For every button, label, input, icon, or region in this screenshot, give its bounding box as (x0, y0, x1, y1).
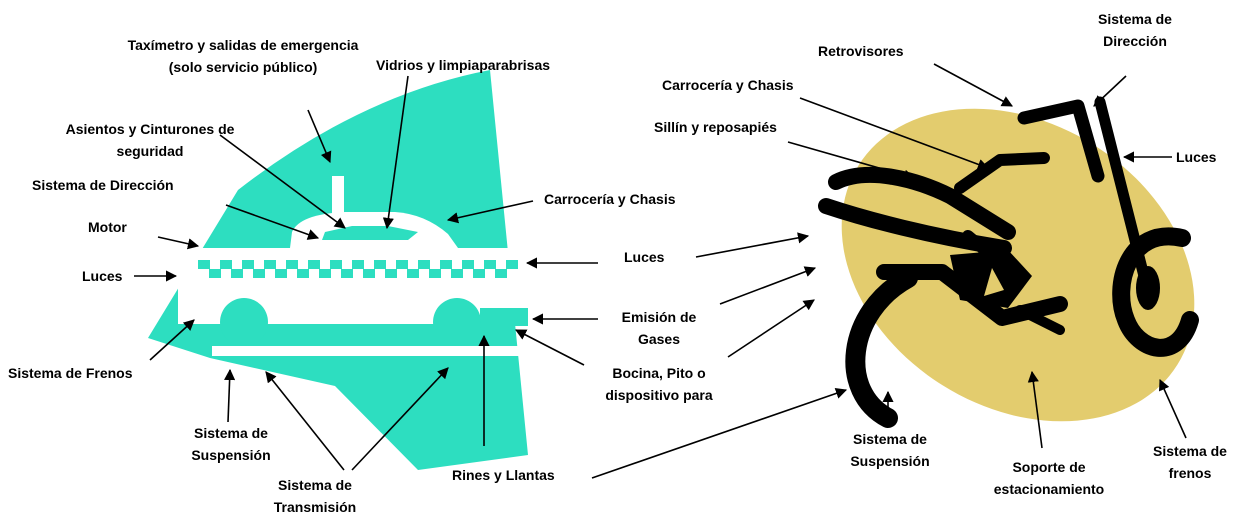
arrow-soporte (1027, 370, 1043, 449)
arrow-asientos (219, 134, 346, 229)
rear-wheel (433, 298, 481, 346)
label-asientos-line1: Asientos y Cinturones de (65, 121, 235, 137)
taxi-icon (148, 70, 530, 470)
label-bocina-line1: Bocina, Pito o (612, 365, 706, 381)
arrow-bocina-right (727, 299, 815, 358)
label-suspension-moto-line2: Suspensión (850, 453, 930, 469)
label-emision-line1: Emisión de (621, 309, 697, 325)
arrow-rines-right (591, 388, 848, 479)
arrows (134, 63, 1187, 479)
label-frenos-moto-line1: Sistema de (1153, 443, 1227, 459)
arrow-suspension (224, 368, 236, 423)
label-asientos-line2: seguridad (116, 143, 184, 159)
label-suspension-taxi: Sistema de Suspensión (156, 422, 306, 466)
label-motor: Motor (88, 219, 127, 235)
label-emision: Emisión de Gases (594, 306, 724, 350)
label-direccion-moto-line1: Sistema de (1098, 11, 1172, 27)
label-sillin: Sillín y reposapiés (654, 119, 777, 135)
label-vidrios: Vidrios y limpiaparabrisas (376, 57, 551, 73)
arrow-retrovisores (933, 63, 1013, 107)
front-wheel (220, 298, 268, 346)
label-bocina: Bocina, Pito o dispositivo para (584, 362, 734, 406)
label-frenos-moto: Sistema de frenos (1140, 440, 1240, 484)
label-frenos-taxi: Sistema de Frenos (8, 365, 133, 381)
label-emision-line2: Gases (637, 331, 681, 347)
label-bocina-line2: dispositivo para (605, 387, 713, 403)
label-direccion-taxi: Sistema de Dirección (32, 177, 174, 193)
arrow-carroceria-taxi (446, 200, 534, 224)
label-rines: Rines y Llantas (452, 467, 555, 483)
motorcycle-icon (818, 96, 1199, 428)
label-asientos: Asientos y Cinturones de seguridad (40, 118, 260, 162)
arrow-vidrios (382, 75, 409, 230)
label-frenos-moto-line2: frenos (1168, 465, 1212, 481)
arrow-bocina-left (515, 329, 585, 366)
arrow-motor (157, 236, 200, 250)
label-direccion-moto: Sistema de Dirección (1080, 8, 1190, 52)
label-luces-shared: Luces (624, 249, 665, 265)
label-suspension-taxi-line1: Sistema de (194, 425, 268, 441)
label-retrovisores: Retrovisores (818, 43, 904, 59)
label-taximetro: Taxímetro y salidas de emergencia (solo … (98, 34, 388, 78)
label-taximetro-line2: (solo servicio público) (168, 59, 318, 75)
label-soporte: Soporte de estacionamiento (984, 456, 1114, 500)
label-luces-taxi: Luces (82, 268, 123, 284)
arrow-transmision-b (351, 367, 449, 471)
label-transmision-line1: Sistema de (278, 477, 352, 493)
arrow-moto-carroceria (799, 97, 990, 170)
checker-stripe (198, 260, 518, 278)
label-carroceria-moto: Carrocería y Chasis (662, 77, 794, 93)
label-direccion-moto-line2: Dirección (1103, 33, 1167, 49)
arrow-emision-right (719, 266, 817, 305)
arrow-luces-shared-right (695, 232, 810, 258)
arrow-direccion (225, 204, 320, 240)
label-soporte-line1: Soporte de (1012, 459, 1086, 475)
label-transmision-line2: Transmisión (273, 499, 357, 515)
arrow-transmision-a (265, 371, 345, 471)
label-luces-moto: Luces (1176, 149, 1217, 165)
arrow-taximetro (307, 109, 332, 164)
label-taximetro-line1: Taxímetro y salidas de emergencia (127, 37, 359, 53)
arrow-moto-direccion (1093, 75, 1127, 107)
label-suspension-moto: Sistema de Suspensión (830, 428, 950, 472)
arrow-sillin (787, 141, 916, 181)
arrow-frenos (149, 319, 195, 361)
label-carroceria-taxi: Carrocería y Chasis (544, 191, 676, 207)
arrow-moto-frenos (1159, 378, 1187, 439)
label-suspension-taxi-line2: Suspensión (191, 447, 271, 463)
label-suspension-moto-line1: Sistema de (853, 431, 927, 447)
label-soporte-line2: estacionamiento (993, 481, 1105, 497)
label-transmision: Sistema de Transmisión (240, 474, 390, 518)
